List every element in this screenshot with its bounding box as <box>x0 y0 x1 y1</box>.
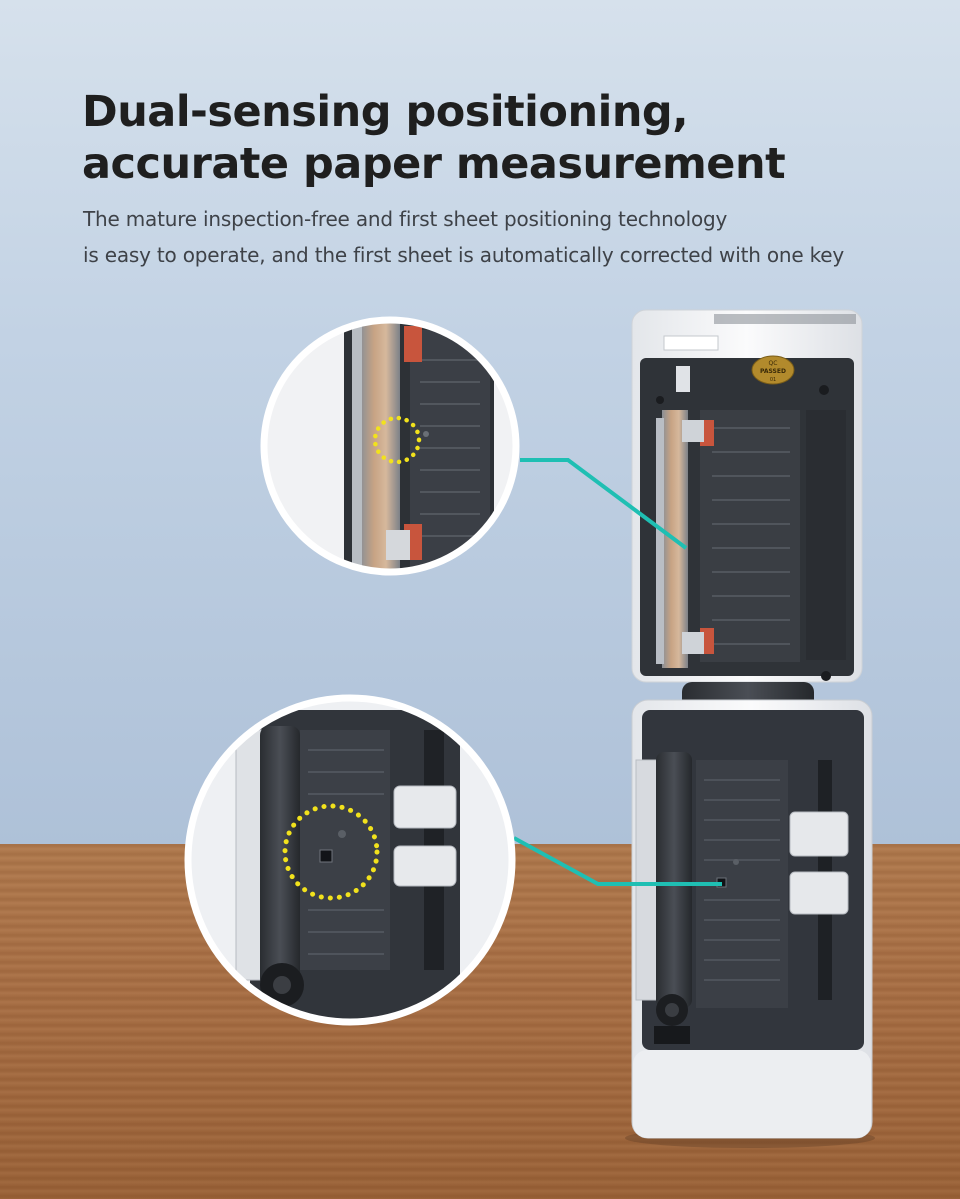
headline-line-2: accurate paper measurement <box>82 139 786 189</box>
paper-guide-lower <box>789 871 849 915</box>
sensor-highlight-top <box>372 415 422 465</box>
printer-base <box>631 699 873 1139</box>
zoom-circle-print-head <box>260 316 520 576</box>
qc-badge-line-1: QC <box>769 360 778 367</box>
subtitle-line-2: is easy to operate, and the first sheet … <box>83 243 845 267</box>
label-printer: QC PASSED 01 <box>625 309 875 1148</box>
sensor-highlight-bottom <box>282 803 380 901</box>
qc-badge-line-3: 01 <box>770 377 776 383</box>
printer-lid: QC PASSED 01 <box>631 309 863 683</box>
zoom-circle-paper-sensor <box>184 694 516 1026</box>
headline-line-1: Dual-sensing positioning, <box>82 87 689 137</box>
headline: Dual-sensing positioning, accurate paper… <box>82 86 882 190</box>
zoom-paper-guide-lower <box>393 845 457 887</box>
paper-guide-upper <box>789 811 849 857</box>
callout-line-bottom <box>513 836 722 886</box>
qc-badge-line-2: PASSED <box>760 368 786 375</box>
subtitle-line-1: The mature inspection-free and first she… <box>83 207 728 231</box>
zoom-paper-guide-upper <box>393 785 457 829</box>
qc-passed-badge: QC PASSED 01 <box>751 355 795 385</box>
callout-line-top <box>520 458 688 550</box>
